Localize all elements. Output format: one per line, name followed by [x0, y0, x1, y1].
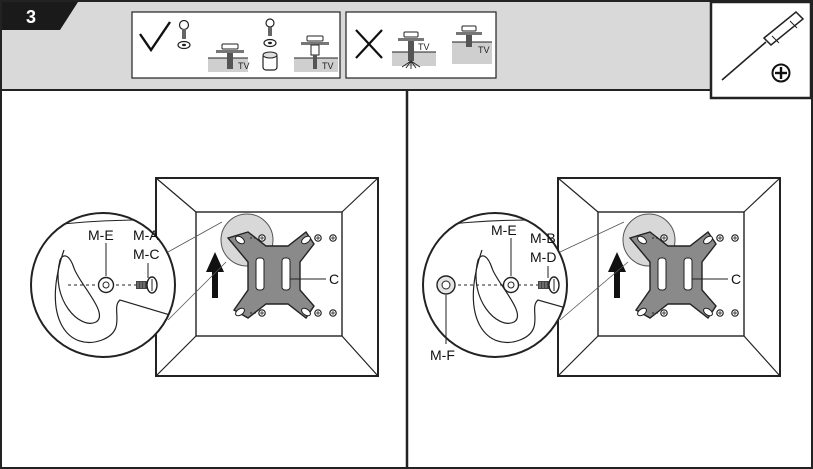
arrow-up-icon [206, 252, 224, 298]
vesa-plate [226, 230, 315, 320]
cross-icon [355, 29, 383, 59]
screw-in-tv-icon: TV [208, 43, 250, 72]
tv-label: TV [238, 61, 250, 71]
left-panel: C [30, 177, 379, 377]
incorrect-usage-box: TV TV [345, 11, 497, 79]
screw-too-long-icon: TV [392, 31, 436, 69]
spacer-mf [436, 275, 456, 295]
screw-washer-spacer-icon [262, 18, 278, 71]
right-panel: C [422, 177, 781, 377]
label-washer-me-right: M-E [491, 222, 517, 238]
tv-label-3: TV [418, 42, 430, 52]
tv-label-4: TV [478, 45, 490, 55]
label-washer-me: M-E [88, 227, 114, 243]
tv-label-2: TV [322, 61, 334, 71]
label-plate-c: C [329, 271, 339, 287]
label-screw-md: M-D [530, 249, 556, 265]
label-screw-mb: M-B [530, 230, 556, 246]
detail-zoom [30, 212, 176, 358]
label-screw-mc: M-C [133, 246, 159, 262]
screw-spacer-in-tv-icon: TV [294, 35, 338, 72]
step-number: 3 [26, 7, 36, 27]
label-screw-ma: M-A [133, 227, 159, 243]
check-icon [139, 21, 171, 53]
screw-too-short-icon: TV [452, 25, 492, 64]
screw-mb-md [538, 276, 560, 294]
label-spacer-mf: M-F [430, 347, 455, 363]
phillips-icon [771, 63, 791, 83]
label-plate-c-right: C [731, 271, 741, 287]
screw-ma-mc [136, 276, 158, 294]
step-badge: 3 [2, 2, 78, 30]
vesa-plate-right [628, 230, 717, 320]
screwdriver-icon [721, 10, 805, 81]
correct-usage-box: TV TV [131, 11, 341, 79]
tool-box [709, 0, 813, 100]
arrow-up-icon-right [608, 252, 626, 298]
screw-washer-icon [177, 19, 191, 50]
detail-zoom-right [422, 212, 568, 358]
